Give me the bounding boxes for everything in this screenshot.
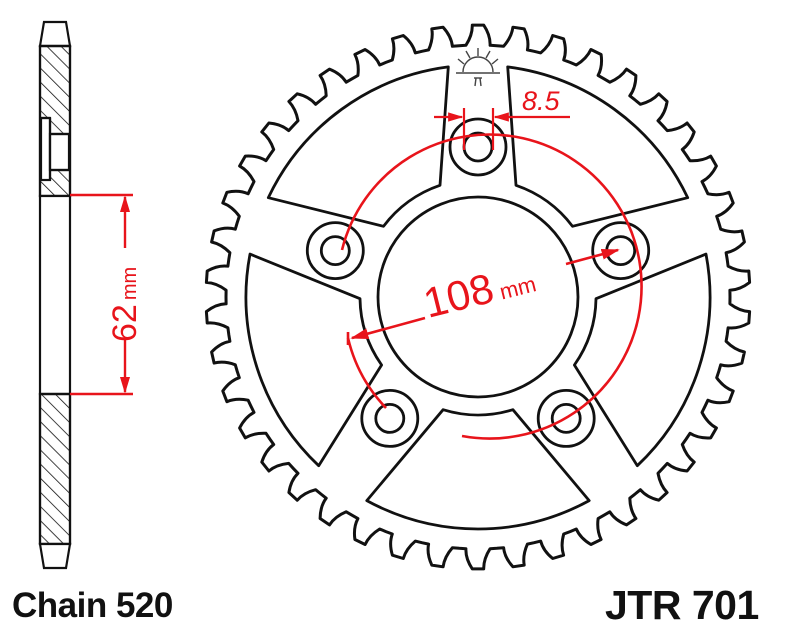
bolt-hole [374,402,406,434]
lightening-hole [365,408,591,531]
bolt-hole-dimension [434,108,570,150]
bolt-hole [550,402,582,434]
bolt-boss [305,221,365,281]
bolt-hole [319,235,351,267]
sprocket-face [204,23,752,571]
lightening-hole [506,65,690,228]
bolt-circle-dimension-value: 108mm [419,254,540,327]
bolt-boss [360,388,420,448]
center-bore [376,195,580,399]
sprocket-teeth-outline [204,23,752,571]
bolt-circle-dimension [340,133,643,440]
bolt-boss [591,221,651,281]
lightening-hole [573,252,712,468]
bolt-holes [305,117,651,448]
lightening-hole [266,65,450,228]
bolt-hole-dimension-value: 8.5 [522,86,561,116]
part-number-label: JTR 701 [605,582,759,628]
chain-size-label: Chain 520 [12,586,173,625]
jt-sun-logo-icon [456,48,500,87]
bore-dimension [70,193,133,396]
side-profile [38,20,72,570]
bolt-boss [536,388,596,448]
bore-dimension-value: 62mm [106,267,144,342]
bolt-boss [448,117,508,177]
